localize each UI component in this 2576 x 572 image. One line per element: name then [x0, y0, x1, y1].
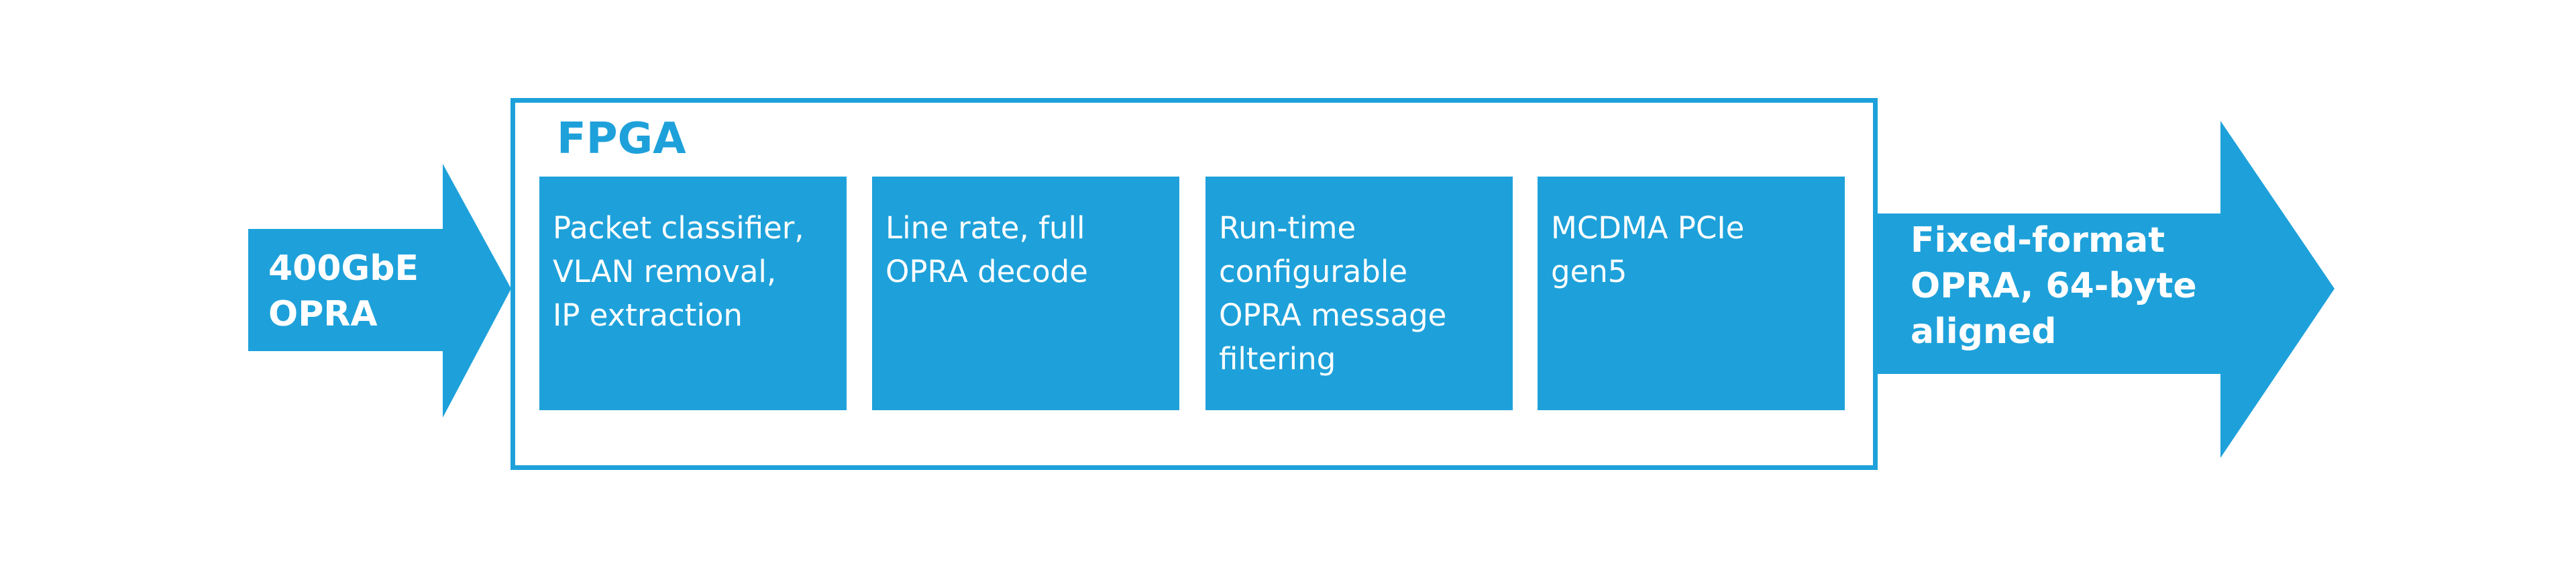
input-label: 400GbE OPRA [268, 248, 419, 334]
input-arrow [248, 164, 511, 418]
block-label: MCDMA PCIe gen5 [1551, 210, 1745, 289]
block-label: Line rate, full OPRA decode [885, 210, 1088, 289]
fpga-title: FPGA [557, 114, 686, 164]
opra-decode-block: Line rate, full OPRA decode [872, 177, 1179, 410]
fpga-container: FPGA Packet classifier, VLAN removal, IP… [511, 98, 1878, 470]
message-filtering-block: Run-time configurable OPRA message filte… [1205, 177, 1513, 410]
block-label: Run-time configurable OPRA message filte… [1219, 210, 1447, 377]
packet-classifier-block: Packet classifier, VLAN removal, IP extr… [539, 177, 847, 410]
mcdma-pcie-block: MCDMA PCIe gen5 [1538, 177, 1845, 410]
output-label: Fixed-format OPRA, 64-byte aligned [1911, 220, 2197, 352]
output-arrow [1877, 121, 2334, 458]
block-label: Packet classifier, VLAN removal, IP extr… [553, 210, 804, 333]
